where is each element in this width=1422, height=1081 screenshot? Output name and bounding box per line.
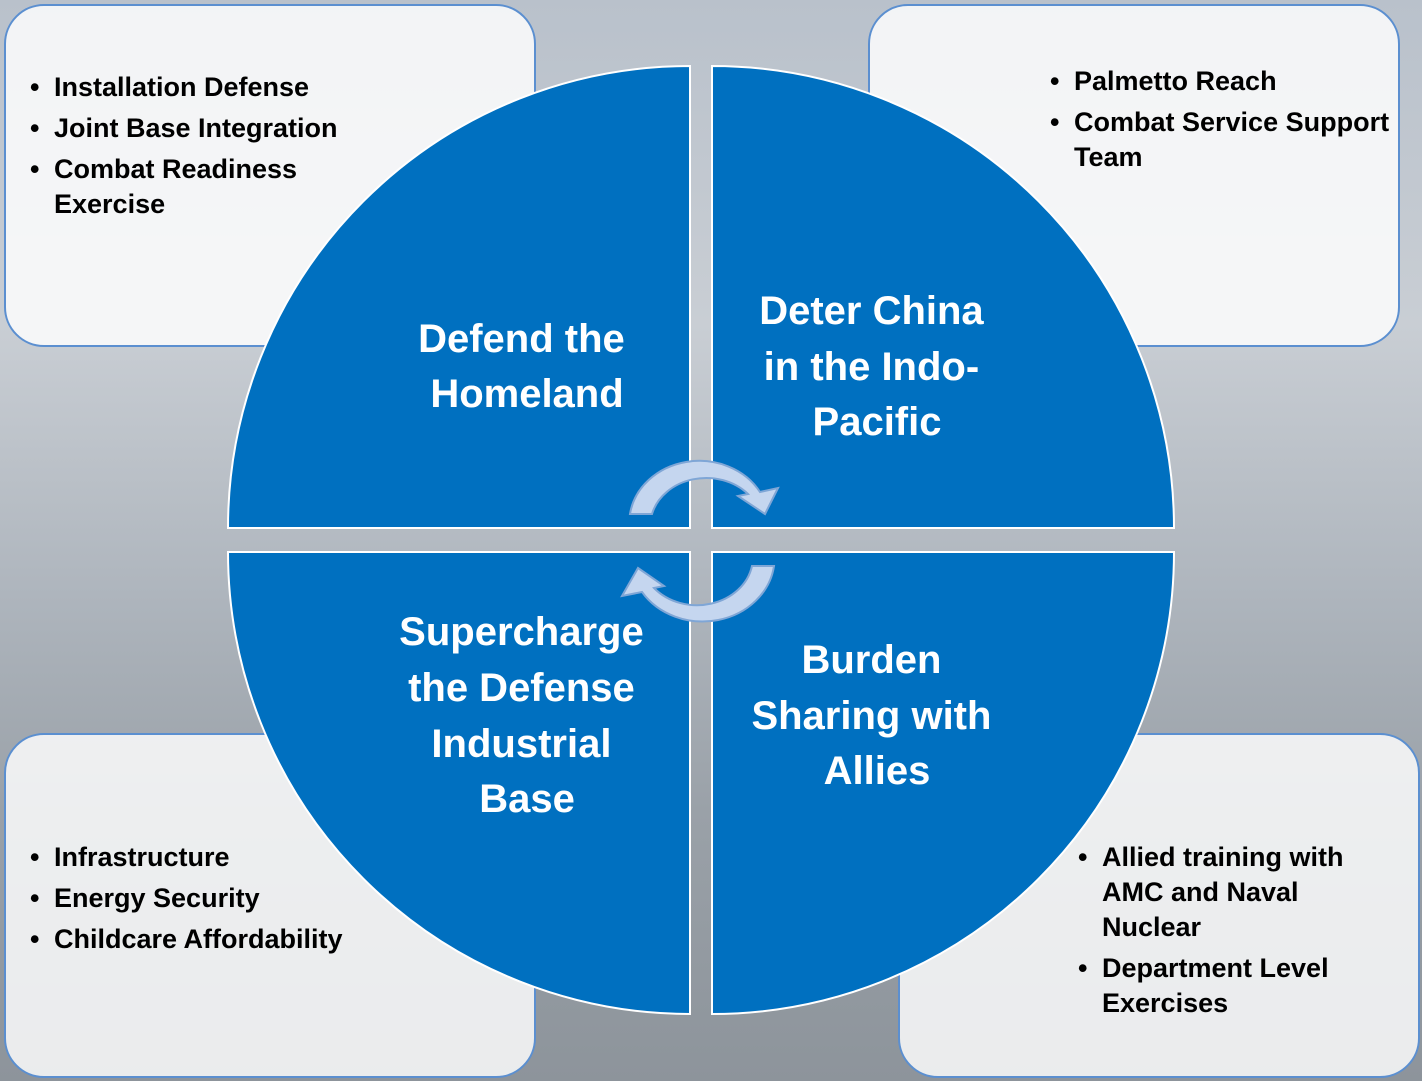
quadrant-title-bottom-left: Supercharge the Defense Industrial Base <box>399 610 655 821</box>
list-item: Combat Service Support Team <box>1050 105 1390 175</box>
quadrant-title-bottom-right: Burden Sharing with Allies <box>751 638 1002 793</box>
bottom-right-list: Allied training with AMC and Naval Nucle… <box>1078 840 1378 1027</box>
title-line: Supercharge <box>399 610 644 654</box>
title-line: Sharing with <box>751 694 991 738</box>
list-item: Department Level Exercises <box>1078 951 1378 1021</box>
title-line: Deter China <box>759 289 984 333</box>
quadrant-bottom-left <box>226 551 691 1016</box>
quadrant-title-top-left: Defend the Homeland <box>418 317 636 416</box>
top-left-list: Installation Defense Joint Base Integrat… <box>30 70 360 228</box>
top-right-list-wrapper: Palmetto Reach Combat Service Support Te… <box>1050 64 1390 181</box>
list-item: Infrastructure <box>30 840 370 875</box>
list-item: Installation Defense <box>30 70 360 105</box>
title-line: Pacific <box>813 400 942 444</box>
title-line: in the Indo- <box>764 345 980 389</box>
title-line: Base <box>479 777 575 821</box>
counterclockwise-arrow-icon <box>620 565 776 623</box>
title-line: Homeland <box>430 372 623 416</box>
list-item: Joint Base Integration <box>30 111 360 146</box>
list-item: Childcare Affordability <box>30 922 370 957</box>
quadrant-top-right <box>711 64 1176 529</box>
quadrant-title-top-right: Deter China in the Indo- Pacific <box>759 289 995 444</box>
title-line: Defend the <box>418 317 625 361</box>
title-line: Burden <box>801 638 941 682</box>
list-item: Energy Security <box>30 881 370 916</box>
quadrant-bottom-right <box>711 551 1176 1016</box>
list-item: Palmetto Reach <box>1050 64 1390 99</box>
title-line: Industrial <box>431 722 611 766</box>
title-line: the Defense <box>408 666 635 710</box>
title-line: Allies <box>824 749 931 793</box>
list-item: Allied training with AMC and Naval Nucle… <box>1078 840 1378 945</box>
bottom-left-list: Infrastructure Energy Security Childcare… <box>30 840 370 963</box>
quadrant-top-left <box>226 64 691 529</box>
clockwise-arrow-icon <box>628 459 780 516</box>
top-right-list: Palmetto Reach Combat Service Support Te… <box>1050 64 1390 175</box>
list-item: Combat Readiness Exercise <box>30 152 360 222</box>
